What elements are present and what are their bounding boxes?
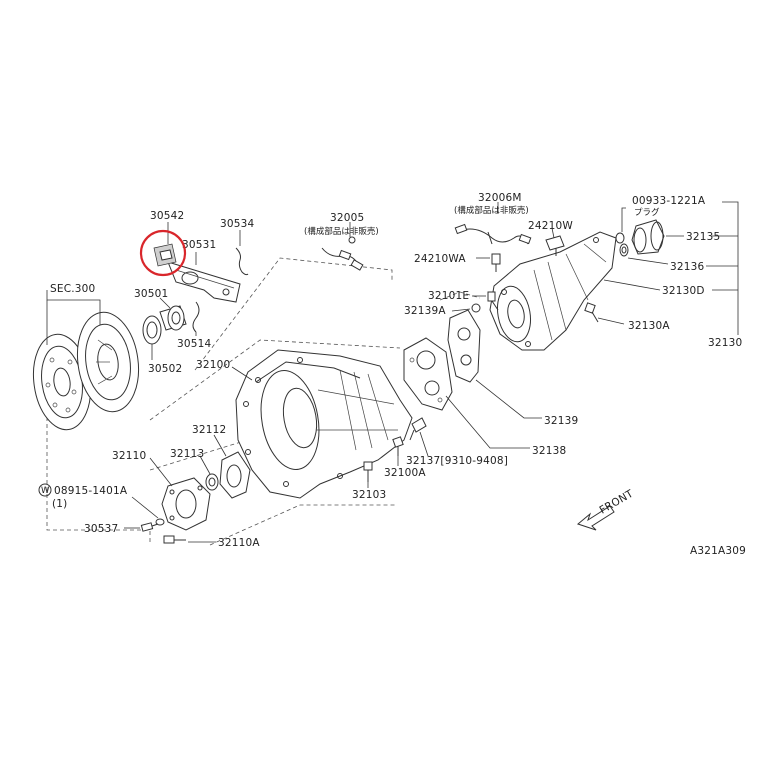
retainer-spring-30514 [192,301,200,333]
label-30537: 30537 [84,523,118,535]
label-32130A: 32130A [628,320,670,332]
label-32135: 32135 [686,231,720,243]
label-00933-note: プラグ [634,207,660,218]
harness-32006M [454,223,532,245]
label-08915: 08915-1401A [54,485,128,497]
label-30514: 30514 [177,338,212,350]
bearing-sleeve-30501 [159,305,187,331]
label-30531: 30531 [182,239,216,251]
assembly-dash-mid [149,339,401,421]
clutch-cover [76,311,140,413]
label-sec300: SEC.300 [50,283,95,295]
label-32005-note: (構成部品は非販売) [304,226,379,237]
front-label: FRONT [598,488,636,517]
sec300-leader [46,290,101,325]
label-08915-qty: (1) [52,498,67,510]
highlight-circle-30542 [139,229,187,277]
label-32137: 32137[9310-9408] [406,455,508,467]
assembly-dash-lower [209,504,395,546]
front-arrow-icon [576,505,615,531]
label-32100A: 32100A [384,467,426,479]
label-32006M: 32006M [478,192,522,204]
label-32136: 32136 [670,261,705,273]
gasket-32112 [219,451,251,499]
label-32138: 32138 [532,445,566,457]
label-00933: 00933-1221A [632,195,706,207]
bolt-32110A [163,535,186,544]
label-32130: 32130 [708,337,742,349]
seal-32136 [619,243,629,257]
switch-24210WA [491,253,501,272]
label-32110A: 32110A [218,537,260,549]
washer-symbol [38,483,52,497]
adapter-plate-32138 [403,337,453,411]
bolt-32130A [584,302,599,323]
label-32139A: 32139A [404,305,446,317]
label-30534: 30534 [220,218,255,230]
label-24210WA: 24210WA [414,253,466,265]
assembly-dash-top [194,257,393,371]
gasket-32139 [447,309,481,383]
label-32101E: 32101E [428,290,469,302]
label-32113: 32113 [170,448,204,460]
bolt-32100A [392,436,404,456]
diagram-code: A321A309 [690,545,746,557]
release-bearing-30502 [142,315,162,345]
label-32103: 32103 [352,489,386,501]
rear-extension-32130 [489,231,617,351]
label-30542: 30542 [150,210,184,222]
front-cover-32110 [161,477,211,531]
bolt-30537 [140,522,159,532]
pin-32137 [409,417,427,441]
label-30502: 30502 [148,363,182,375]
withdrawal-lever-30531 [167,261,241,303]
return-spring-30534 [235,247,249,276]
label-24210W: 24210W [528,220,573,232]
bolt-32101E [487,291,499,311]
bolt-32103 [363,461,373,482]
dust-cover-30542 [153,243,177,267]
assembly-dash-left [46,375,151,545]
label-32139: 32139 [544,415,578,427]
group-bracket-32130 [722,201,739,335]
label-30501: 30501 [134,288,168,300]
label-32005: 32005 [330,212,364,224]
washer-mark: W [41,486,50,496]
switch-24210W [545,235,565,256]
washer-08915 [155,518,165,526]
dowel-32139A [471,303,481,313]
harness-32005 [321,236,364,271]
label-32100: 32100 [196,359,230,371]
bushing-32135 [631,219,665,255]
label-32110: 32110 [112,450,146,462]
label-32130D: 32130D [662,285,705,297]
plug-00933 [615,232,625,244]
label-32112: 32112 [192,424,226,436]
label-32006M-note: (構成部品は非販売) [454,205,529,216]
oil-seal-32113 [205,473,219,491]
